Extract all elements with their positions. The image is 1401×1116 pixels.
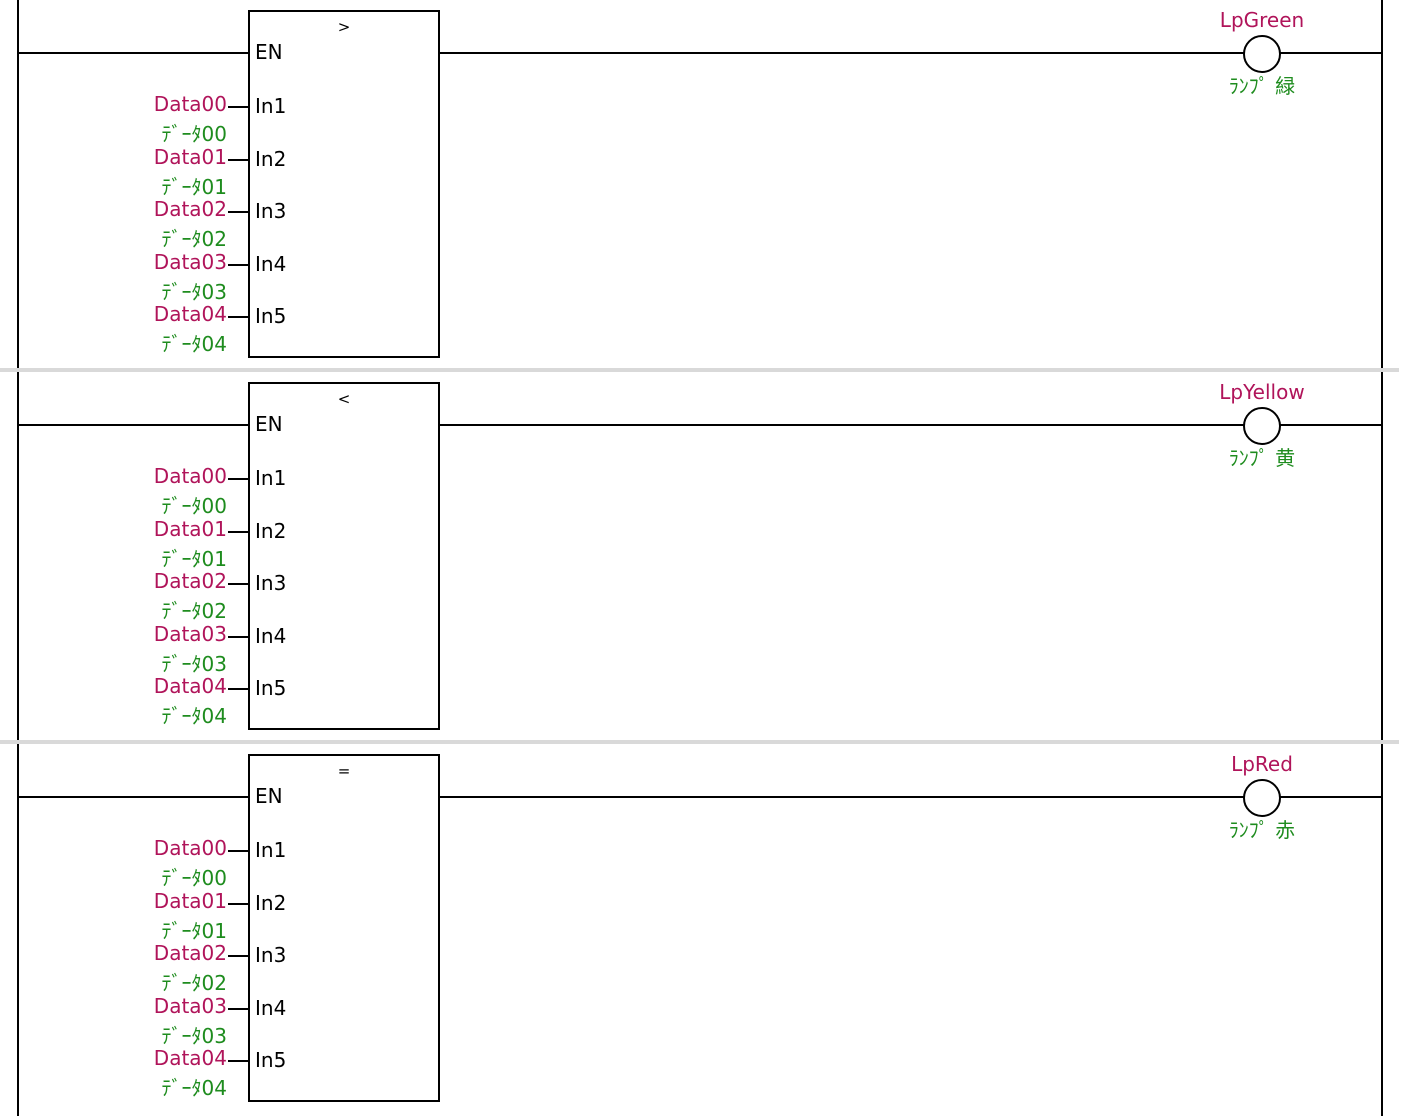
coil-comment: ﾗﾝﾌﾟ 緑 xyxy=(1228,74,1296,98)
input-variable[interactable]: Data02 xyxy=(153,197,227,221)
comparison-operator: < xyxy=(337,390,351,408)
input-connection-line xyxy=(228,635,248,638)
input-variable-comment: ﾃﾞｰﾀ04 xyxy=(161,1076,227,1100)
rung-wire-right xyxy=(1278,424,1382,426)
comparison-operator: = xyxy=(337,762,351,780)
input-variable-comment: ﾃﾞｰﾀ03 xyxy=(161,651,227,676)
right-power-rail xyxy=(1381,744,1383,1116)
input-variable-comment: ﾃﾞｰﾀ02 xyxy=(161,227,227,251)
input-variable[interactable]: Data00 xyxy=(153,464,227,488)
input-pin-label: In5 xyxy=(255,1048,287,1072)
input-pin-label: In3 xyxy=(255,943,287,967)
input-connection-line xyxy=(228,850,248,852)
rung-wire-left xyxy=(17,796,249,798)
input-pin-label: In4 xyxy=(255,995,287,1020)
input-variable[interactable]: Data03 xyxy=(153,993,227,1018)
rung-wire-left xyxy=(17,424,249,426)
input-pin-label: In1 xyxy=(255,94,287,118)
input-variable-comment: ﾃﾞｰﾀ04 xyxy=(161,704,227,728)
rung-separator xyxy=(0,368,1399,372)
input-pin-label: In2 xyxy=(255,518,287,543)
input-connection-line xyxy=(228,211,248,213)
input-variable[interactable]: Data02 xyxy=(153,941,227,965)
rung-wire-left xyxy=(17,52,249,54)
enable-pin-label: EN xyxy=(255,784,283,808)
input-variable-comment: ﾃﾞｰﾀ02 xyxy=(161,599,227,623)
input-connection-line xyxy=(228,158,248,161)
input-variable[interactable]: Data00 xyxy=(153,92,227,116)
output-coil[interactable] xyxy=(1243,35,1281,73)
input-variable[interactable]: Data04 xyxy=(153,1046,227,1070)
input-connection-line xyxy=(228,1007,248,1010)
input-connection-line xyxy=(228,1060,248,1062)
right-power-rail xyxy=(1381,372,1383,744)
input-variable[interactable]: Data00 xyxy=(153,836,227,860)
input-variable-comment: ﾃﾞｰﾀ01 xyxy=(161,918,227,943)
input-variable[interactable]: Data01 xyxy=(153,516,227,541)
coil-comment: ﾗﾝﾌﾟ 黄 xyxy=(1228,446,1296,470)
input-pin-label: In3 xyxy=(255,571,287,595)
input-pin-label: In2 xyxy=(255,890,287,915)
input-connection-line xyxy=(228,583,248,585)
input-variable[interactable]: Data03 xyxy=(153,621,227,646)
rung-wire-right xyxy=(1278,52,1382,54)
input-connection-line xyxy=(228,530,248,533)
input-variable[interactable]: Data02 xyxy=(153,569,227,593)
output-coil[interactable] xyxy=(1243,407,1281,445)
input-variable-comment: ﾃﾞｰﾀ01 xyxy=(161,174,227,199)
output-coil[interactable] xyxy=(1243,779,1281,817)
coil-variable[interactable]: LpYellow xyxy=(1219,380,1305,404)
input-pin-label: In4 xyxy=(255,251,287,276)
input-pin-label: In5 xyxy=(255,304,287,328)
input-pin-label: In4 xyxy=(255,623,287,648)
coil-comment: ﾗﾝﾌﾟ 赤 xyxy=(1228,818,1296,842)
coil-variable[interactable]: LpRed xyxy=(1231,752,1293,776)
input-variable[interactable]: Data04 xyxy=(153,674,227,698)
input-pin-label: In2 xyxy=(255,146,287,171)
input-variable-comment: ﾃﾞｰﾀ02 xyxy=(161,971,227,995)
input-variable-comment: ﾃﾞｰﾀ03 xyxy=(161,1023,227,1048)
enable-pin-label: EN xyxy=(255,412,283,436)
input-variable-comment: ﾃﾞｰﾀ03 xyxy=(161,279,227,304)
input-connection-line xyxy=(228,955,248,957)
input-variable[interactable]: Data01 xyxy=(153,888,227,913)
rung-wire-middle xyxy=(436,796,1244,798)
input-variable-comment: ﾃﾞｰﾀ00 xyxy=(161,122,227,146)
input-variable[interactable]: Data01 xyxy=(153,144,227,169)
input-connection-line xyxy=(228,902,248,905)
rung-wire-right xyxy=(1278,796,1382,798)
input-pin-label: In1 xyxy=(255,466,287,490)
input-variable-comment: ﾃﾞｰﾀ01 xyxy=(161,546,227,571)
rung-wire-middle xyxy=(436,424,1244,426)
left-power-rail xyxy=(17,372,19,744)
left-power-rail xyxy=(17,744,19,1116)
input-variable-comment: ﾃﾞｰﾀ00 xyxy=(161,866,227,890)
input-variable[interactable]: Data03 xyxy=(153,249,227,274)
input-variable-comment: ﾃﾞｰﾀ04 xyxy=(161,332,227,356)
input-connection-line xyxy=(228,263,248,266)
input-connection-line xyxy=(228,316,248,318)
left-power-rail xyxy=(17,0,19,372)
input-connection-line xyxy=(228,478,248,480)
input-pin-label: In1 xyxy=(255,838,287,862)
rung-separator xyxy=(0,740,1399,744)
input-pin-label: In5 xyxy=(255,676,287,700)
input-pin-label: In3 xyxy=(255,199,287,223)
enable-pin-label: EN xyxy=(255,40,283,64)
rung-wire-middle xyxy=(436,52,1244,54)
input-variable[interactable]: Data04 xyxy=(153,302,227,326)
comparison-operator: > xyxy=(337,18,351,36)
input-variable-comment: ﾃﾞｰﾀ00 xyxy=(161,494,227,518)
input-connection-line xyxy=(228,106,248,108)
right-power-rail xyxy=(1381,0,1383,372)
input-connection-line xyxy=(228,688,248,690)
coil-variable[interactable]: LpGreen xyxy=(1219,8,1305,32)
